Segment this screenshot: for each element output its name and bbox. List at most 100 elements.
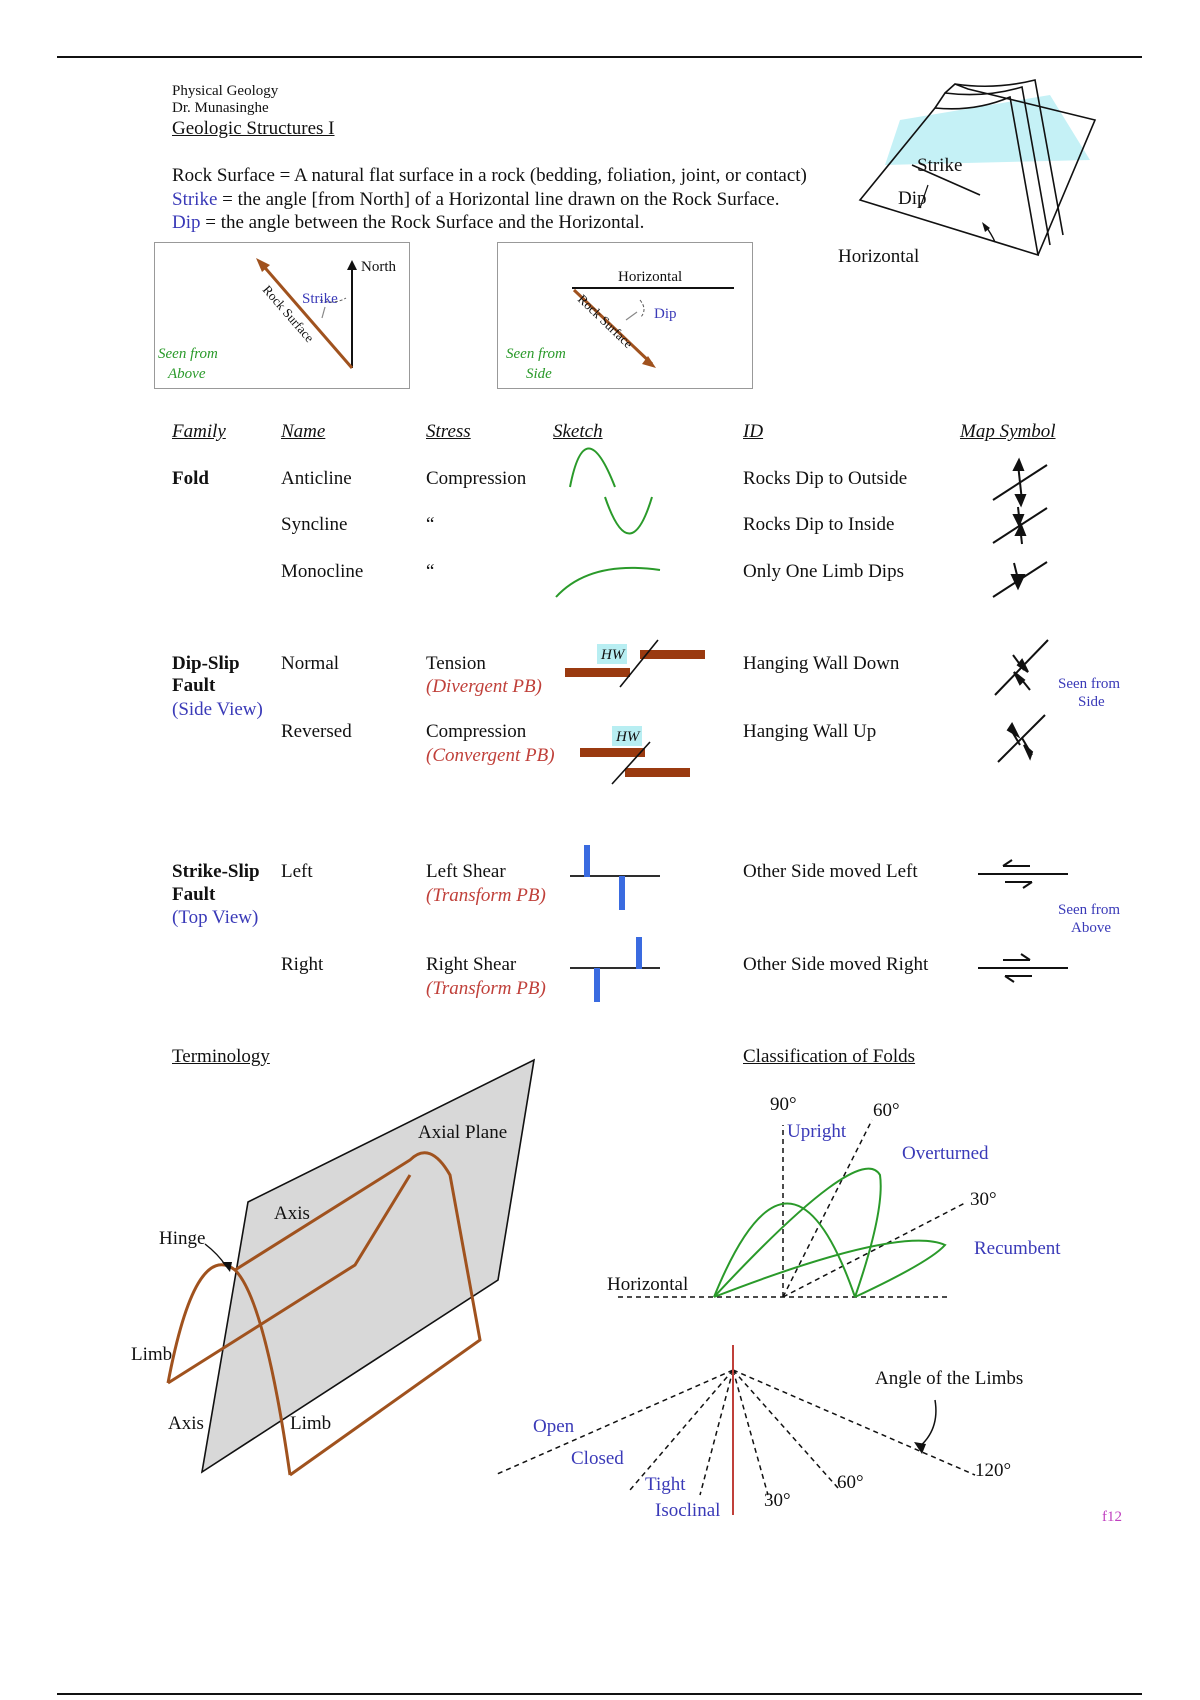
horizontal-label: Horizontal: [607, 1274, 689, 1295]
recumbent-label: Recumbent: [974, 1238, 1061, 1259]
block-strike-label: Strike: [917, 155, 963, 176]
deg90-label: 90°: [770, 1094, 797, 1115]
family-dip-slip-fault: Fault: [172, 675, 216, 696]
fault-name-reversed: Reversed: [281, 721, 352, 742]
family-dip-slip: Dip-Slip: [172, 653, 240, 674]
course-name: Physical Geology: [172, 83, 279, 99]
tight-label: Tight: [645, 1474, 686, 1495]
above-seen-above: Above: [168, 366, 206, 382]
fault-pb-normal: (Divergent PB): [426, 676, 542, 697]
syncline-map-symbol: [992, 506, 1048, 545]
page-number: f12: [1102, 1509, 1122, 1525]
strike-slip-sketches: [570, 845, 1068, 1002]
fold-id-anticline: Rocks Dip to Outside: [743, 468, 908, 489]
above-strike-label: Strike: [302, 291, 338, 307]
hinge-label: Hinge: [159, 1228, 206, 1249]
strike-dip-block-diagram: [858, 79, 1097, 257]
dip-side-sketch: Rock Surface: [572, 287, 734, 368]
monocline-map-symbol: [992, 561, 1048, 598]
normal-hw-label: HW: [601, 647, 625, 663]
fold-sketches: [555, 447, 1048, 598]
dip-definition-text: = the angle between the Rock Surface and…: [200, 212, 645, 233]
fault-stress-left: Left Shear: [426, 861, 506, 882]
rock-surface-definition: Rock Surface = A natural flat surface in…: [172, 165, 807, 186]
normal-fault-map-symbol: [994, 639, 1049, 696]
dip-slip-sketches: [565, 639, 1049, 785]
fault-id-right: Other Side moved Right: [743, 954, 929, 975]
anticline-sketch: [569, 447, 616, 488]
deg60-label: 60°: [873, 1100, 900, 1121]
family-strike-slip-fault: Fault: [172, 884, 216, 905]
header-family: Family: [172, 421, 226, 442]
side-dip-label: Dip: [654, 306, 677, 322]
dip-slip-seen-side: Side: [1078, 694, 1105, 710]
fault-stress-reversed: Compression: [426, 721, 527, 742]
block-horizontal-label: Horizontal: [838, 246, 920, 267]
terminology-title: Terminology: [172, 1046, 270, 1067]
block-dip-label: Dip: [898, 188, 927, 209]
fold-name-monocline: Monocline: [281, 561, 364, 582]
open-label: Open: [533, 1416, 575, 1437]
above-north-label: North: [361, 259, 396, 275]
reversed-hw-label: HW: [616, 729, 640, 745]
fault-pb-left: (Transform PB): [426, 885, 546, 906]
fold-classification-diagram: [494, 1119, 976, 1515]
strike-above-sketch: Rock Surface: [256, 258, 357, 369]
strike-slip-seen-from: Seen from: [1058, 902, 1121, 918]
fault-name-left: Left: [281, 861, 313, 882]
fold-stress-syncline: “: [426, 514, 435, 535]
fault-stress-normal: Tension: [426, 653, 486, 674]
fold-stress-monocline: “: [426, 561, 435, 582]
fold-name-anticline: Anticline: [281, 468, 352, 489]
dip-slip-view: (Side View): [172, 699, 263, 720]
overturned-label: Overturned: [902, 1143, 989, 1164]
header-sketch: Sketch: [553, 421, 603, 442]
angle-of-limbs-label: Angle of the Limbs: [875, 1368, 1024, 1389]
fault-id-left: Other Side moved Left: [743, 861, 918, 882]
fold-stress-anticline: Compression: [426, 468, 527, 489]
fold-name-syncline: Syncline: [281, 514, 348, 535]
dip-term: Dip: [172, 212, 201, 233]
limb-label-left: Limb: [131, 1344, 173, 1365]
bottom-rule: [57, 1693, 1142, 1695]
anticline-map-symbol: [992, 457, 1048, 508]
fault-name-right: Right: [281, 954, 324, 975]
right-lateral-map-symbol: [978, 953, 1068, 983]
author-name: Dr. Munasinghe: [172, 100, 269, 116]
fault-id-normal: Hanging Wall Down: [743, 653, 900, 674]
page-title: Geologic Structures I: [172, 118, 335, 139]
fault-id-reversed: Hanging Wall Up: [743, 721, 877, 742]
strike-term: Strike: [172, 189, 218, 210]
classification-title: Classification of Folds: [743, 1046, 916, 1067]
limb-label-bottom: Limb: [290, 1413, 332, 1434]
syncline-sketch: [604, 496, 653, 535]
header-map-symbol: Map Symbol: [960, 421, 1056, 442]
fault-pb-reversed: (Convergent PB): [426, 745, 555, 766]
side-horizontal-label: Horizontal: [618, 269, 683, 285]
header-name: Name: [281, 421, 326, 442]
deg30-label: 30°: [970, 1189, 997, 1210]
axis-label-top: Axis: [274, 1203, 310, 1224]
fault-pb-right: (Transform PB): [426, 978, 546, 999]
deg120-label: 120°: [975, 1460, 1012, 1481]
upright-label: Upright: [787, 1121, 847, 1142]
fold-id-syncline: Rocks Dip to Inside: [743, 514, 895, 535]
fold-terminology-diagram: [166, 1058, 536, 1477]
reverse-fault-map-symbol: [997, 714, 1046, 763]
header-id: ID: [743, 421, 764, 442]
closed-label: Closed: [571, 1448, 624, 1469]
fold-id-monocline: Only One Limb Dips: [743, 561, 904, 582]
above-seen-from: Seen from: [158, 346, 218, 362]
monocline-sketch: [555, 566, 661, 598]
strike-definition-text: = the angle [from North] of a Horizontal…: [217, 189, 780, 210]
side-seen-side: Side: [526, 366, 552, 382]
family-fold: Fold: [172, 468, 209, 489]
seen-from-above-box: [154, 242, 410, 389]
fan-deg30-label: 30°: [764, 1490, 791, 1511]
header-stress: Stress: [426, 421, 471, 442]
seen-from-side-box: [497, 242, 753, 389]
fault-stress-right: Right Shear: [426, 954, 517, 975]
top-rule: [57, 56, 1142, 58]
axis-label-bottom: Axis: [168, 1413, 204, 1434]
dip-slip-seen-from: Seen from: [1058, 676, 1121, 692]
